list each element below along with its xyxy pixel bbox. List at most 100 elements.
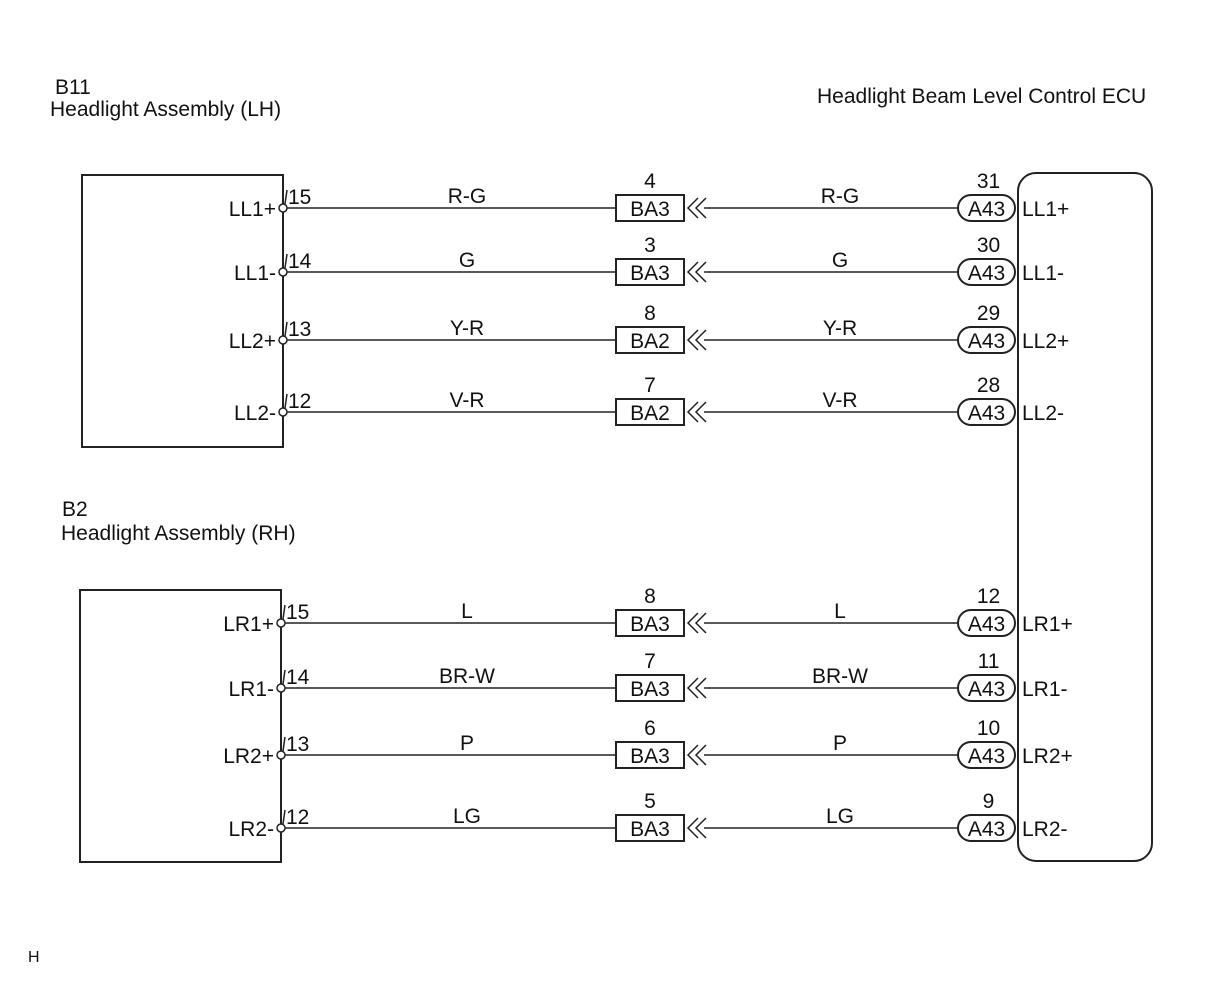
headlight-pin-name: LL1+ — [229, 198, 276, 221]
connector-arrow — [686, 261, 699, 283]
pin-tick — [282, 736, 286, 752]
connector-arrow — [694, 401, 707, 423]
junction-connector — [615, 674, 685, 702]
ecu-terminal-name: LR1+ — [1022, 613, 1073, 636]
connector-arrow — [686, 197, 699, 219]
headlight-pin-number: 15 — [288, 186, 311, 209]
ecu-terminal-name: LL2+ — [1022, 330, 1069, 353]
headlight-pin-name: LR1+ — [223, 613, 274, 636]
junction-connector-label: BA3 — [630, 818, 670, 841]
rh-assembly-name: Headlight Assembly (RH) — [61, 522, 296, 545]
headlight-pin-number: 15 — [286, 601, 309, 624]
pin-tick — [284, 321, 288, 337]
headlight-pin-number: 14 — [288, 250, 312, 273]
junction-connector-label: BA2 — [630, 402, 670, 425]
ecu-connector-label: A43 — [968, 678, 1005, 701]
junction-connector — [615, 741, 685, 769]
pin-terminal-dot — [278, 407, 288, 417]
pin-terminal-dot — [278, 335, 288, 345]
headlight-pin-name: LL1- — [234, 262, 276, 285]
pin-tick — [284, 393, 288, 409]
headlight-pin-name: LR2- — [228, 818, 274, 841]
headlight-pin-name: LL2+ — [229, 330, 276, 353]
ecu-terminal-name: LR2+ — [1022, 745, 1073, 768]
ecu-connector-label: A43 — [968, 613, 1005, 636]
ecu-connector — [957, 398, 1016, 426]
connector-arrow — [694, 197, 707, 219]
ecu-connector-label: A43 — [968, 198, 1005, 221]
wire-color-left: G — [459, 249, 475, 272]
wire-color-left: P — [460, 732, 474, 755]
connector-arrow — [694, 677, 707, 699]
junction-connector-label: BA3 — [630, 262, 670, 285]
junction-connector — [615, 398, 685, 426]
pin-tick — [282, 669, 286, 685]
ecu-connector — [957, 674, 1016, 702]
wire-color-right: LG — [826, 805, 854, 828]
headlight-pin-number: 12 — [288, 390, 311, 413]
wire-color-left: R-G — [448, 185, 487, 208]
connector-arrow — [686, 329, 699, 351]
pin-tick — [282, 809, 286, 825]
pin-tick — [284, 253, 288, 269]
junction-connector-label: BA3 — [630, 678, 670, 701]
connector-arrow — [686, 744, 699, 766]
ecu-connector — [957, 814, 1016, 842]
junction-connector — [615, 609, 685, 637]
pin-terminal-dot — [276, 618, 286, 628]
ecu-pin-number: 30 — [977, 234, 1000, 257]
ecu-connector — [957, 326, 1016, 354]
headlight-pin-number: 13 — [288, 318, 311, 341]
rh-headlight-box — [79, 589, 282, 863]
pin-terminal-dot — [278, 267, 288, 277]
wire-color-right: Y-R — [823, 317, 857, 340]
connector-arrow — [686, 612, 699, 634]
ecu-pin-number: 28 — [977, 374, 1000, 397]
junction-pin-number: 6 — [644, 717, 656, 740]
connector-arrow — [686, 817, 699, 839]
wire-color-right: R-G — [821, 185, 860, 208]
wire-color-left: V-R — [449, 389, 484, 412]
ecu-connector-label: A43 — [968, 818, 1005, 841]
pin-tick — [284, 189, 288, 205]
connector-arrow — [694, 817, 707, 839]
ecu-connector — [957, 194, 1016, 222]
pin-tick — [282, 604, 286, 620]
wire-color-left: L — [461, 600, 473, 623]
ecu-terminal-name: LR2- — [1022, 818, 1068, 841]
headlight-pin-number: 14 — [286, 666, 310, 689]
ecu-connector — [957, 609, 1016, 637]
ecu-terminal-name: LR1- — [1022, 678, 1068, 701]
ecu-connector — [957, 741, 1016, 769]
ecu-connector — [957, 258, 1016, 286]
pin-terminal-dot — [276, 823, 286, 833]
ecu-pin-number: 10 — [977, 717, 1000, 740]
wire-color-left: LG — [453, 805, 481, 828]
lh-assembly-name: Headlight Assembly (LH) — [50, 98, 281, 121]
ecu-connector-label: A43 — [968, 262, 1005, 285]
ecu-pin-number: 31 — [977, 170, 1000, 193]
junction-connector — [615, 814, 685, 842]
lh-assembly-code: B11 — [55, 76, 91, 99]
ecu-terminal-name: LL2- — [1022, 402, 1064, 425]
connector-arrow — [686, 677, 699, 699]
ecu-terminal-name: LL1+ — [1022, 198, 1069, 221]
ecu-connector-label: A43 — [968, 402, 1005, 425]
ecu-pin-number: 29 — [977, 302, 1000, 325]
ecu-name: Headlight Beam Level Control ECU — [817, 85, 1146, 108]
connector-arrow — [694, 612, 707, 634]
wire-color-right: V-R — [822, 389, 857, 412]
headlight-pin-name: LL2- — [234, 402, 276, 425]
junction-pin-number: 5 — [644, 790, 656, 813]
wire-color-left: BR-W — [439, 665, 495, 688]
connector-arrow — [686, 401, 699, 423]
